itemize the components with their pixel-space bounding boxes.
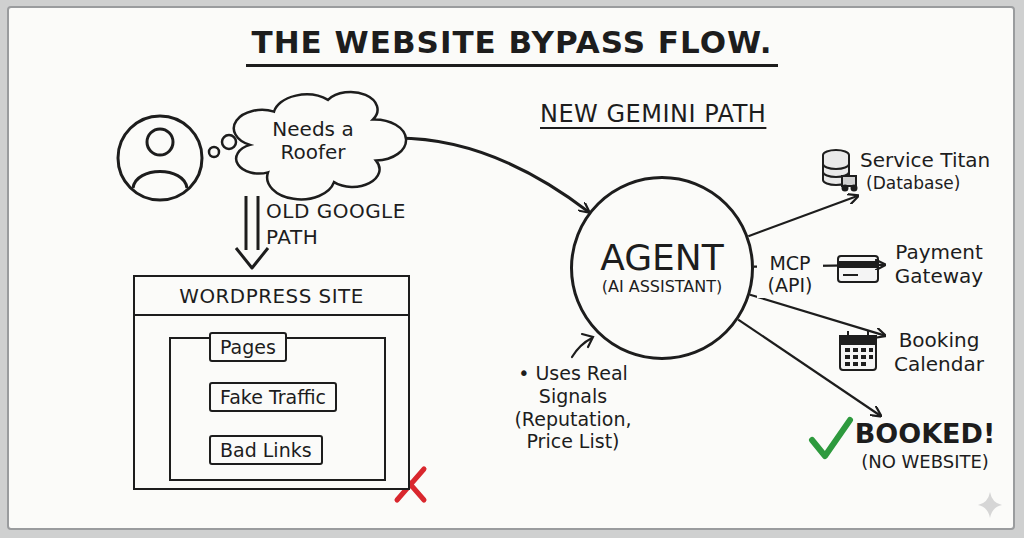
connector [388,138,589,212]
node-text: Service Titan [860,148,990,172]
node-text: Fake Traffic [220,386,326,408]
node-subtext: (Database) [860,172,960,194]
thought-dots [209,135,236,157]
thought-bubble: Needs a Roofer [238,92,388,190]
node-text: Pages [220,336,276,358]
process-box: Pages [209,332,287,362]
service-label: Booking Calendar [885,326,993,378]
service-label: BOOKED!(NO WEBSITE) [845,416,1005,476]
node-text: Bad Links [220,439,312,461]
note-label: • Uses Real Signals (Reputation, Price L… [498,362,648,453]
connector [750,295,885,336]
down-arrow [236,196,268,268]
connector [738,320,881,416]
person-icon [118,116,202,200]
node-text: Payment Gateway [887,240,991,288]
check-mark [812,420,850,456]
node-text: Needs a Roofer [263,118,363,164]
cloud-path [234,92,406,199]
sparkle-watermark [978,492,1002,518]
process-box: Bad Links [209,435,323,465]
node-subtext: (NO WEBSITE) [861,450,989,473]
process-box: Fake Traffic [209,382,337,412]
title: THE WEBSITE BYPASS FLOW. [0,24,1024,67]
path-heading: NEW GEMINI PATH [540,100,830,128]
node-subtext: (AI ASSISTANT) [602,277,723,298]
site-panel: WORDPRESS SITE PagesFake TrafficBad Links [133,275,410,490]
calendar-icon [840,331,876,370]
service-label: Payment Gateway [885,238,993,290]
node-text: BOOKED! [855,418,996,450]
database-icon [823,150,857,191]
card-icon [838,256,878,282]
protocol-label: MCP (API) [757,252,823,298]
node-text: Booking Calendar [887,328,991,376]
connector [748,196,858,236]
node-text: AGENT [600,238,724,278]
title-text: THE WEBSITE BYPASS FLOW. [246,24,779,67]
node-text: WORDPRESS SITE [135,277,408,316]
service-label: Service Titan(Database) [858,146,992,196]
leader-arrow [572,334,593,357]
path-label: OLD GOOGLE PATH [266,198,426,250]
agent-circle: AGENT(AI ASSISTANT) [570,176,754,360]
